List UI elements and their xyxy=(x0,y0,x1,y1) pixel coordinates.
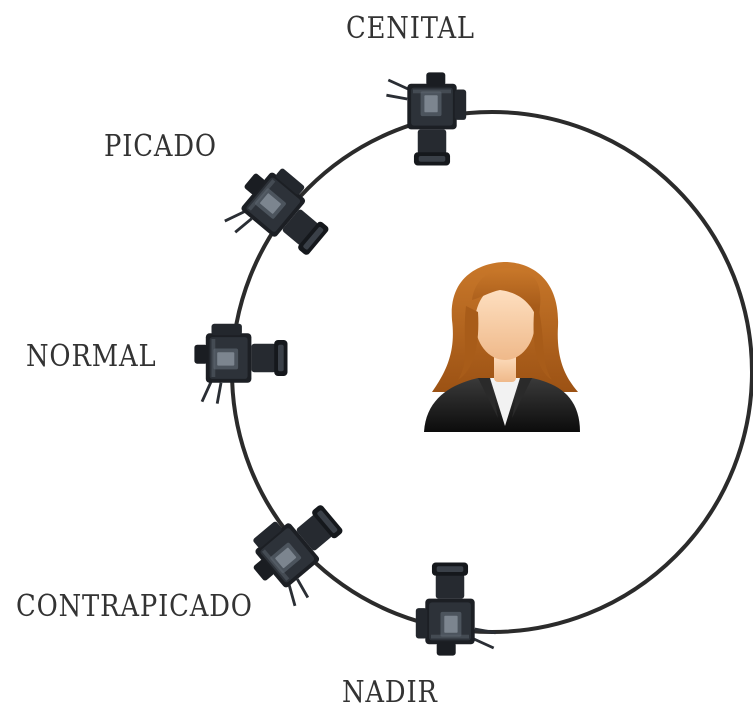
camera-icon xyxy=(414,561,498,658)
label-picado: PICADO xyxy=(104,129,217,164)
camera-icon xyxy=(384,70,468,167)
label-cenital: CENITAL xyxy=(346,11,475,46)
label-nadir: NADIR xyxy=(342,675,438,710)
label-contrapicado: CONTRAPICADO xyxy=(16,589,253,624)
label-normal: NORMAL xyxy=(26,339,157,374)
camera-icon xyxy=(237,489,364,614)
person-icon xyxy=(424,262,580,432)
camera-icon xyxy=(192,322,289,406)
